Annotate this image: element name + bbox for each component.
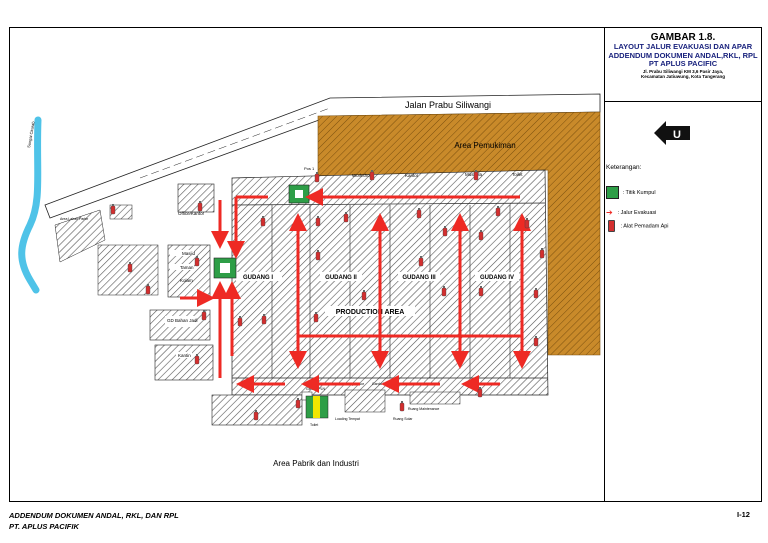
footer-line-1: ADDENDUM DOKUMEN ANDAL, RKL, DAN RPL bbox=[9, 511, 179, 520]
road-label: Jalan Prabu Siliwangi bbox=[405, 100, 491, 110]
top-label-kantor: Kantor bbox=[405, 173, 419, 178]
page-number: I-12 bbox=[737, 510, 750, 519]
residential-label: Area Pemukiman bbox=[454, 141, 515, 150]
title-block: GAMBAR 1.8. LAYOUT JALUR EVAKUASI DAN AP… bbox=[606, 32, 760, 79]
top-label-workshop: Workshop bbox=[352, 173, 373, 178]
left-label-masjid: Masjid bbox=[182, 251, 196, 256]
bottom-label-solar: Ruang Solar bbox=[393, 417, 413, 421]
bottom-label-toilet: Toilet bbox=[310, 423, 318, 427]
legend-item-route: ➔ : Jalur Evakuasi bbox=[606, 208, 656, 217]
factory-block: GUDANG I GUDANG II GUDANG III GUDANG IV … bbox=[231, 166, 549, 396]
drawing-frame bbox=[9, 27, 762, 502]
bottom-label-loading: Loading Tempat bbox=[335, 417, 360, 421]
evacuation-arrow-icon: ➔ bbox=[606, 208, 613, 217]
production-area-label: PRODUCTION AREA bbox=[336, 309, 405, 316]
legend-label-assembly: : Titik Kumpul bbox=[622, 189, 656, 196]
legend-item-assembly: : Titik Kumpul bbox=[606, 186, 656, 199]
warehouse-3-label: GUDANG III bbox=[402, 275, 436, 281]
warehouse-2-label: GUDANG II bbox=[325, 275, 357, 281]
left-label-taman: Taman bbox=[180, 265, 194, 270]
left-label-parking: Area Lahan Parkir bbox=[60, 217, 89, 221]
title-line-1: LAYOUT JALUR EVAKUASI DAN APAR bbox=[613, 42, 753, 51]
left-buildings: Office/Kantor Masjid Taman Kolam GD Baha… bbox=[54, 183, 215, 381]
title-line-2: ADDENDUM DOKUMEN ANDAL,RKL, RPL bbox=[608, 50, 758, 60]
legend-label-extinguisher: : Alat Pemadam Api bbox=[620, 223, 669, 230]
warehouse-1-label: GUDANG I bbox=[243, 275, 273, 281]
north-arrow-icon: U bbox=[654, 121, 690, 145]
title-line-3: PT APLUS PACIFIC bbox=[648, 59, 718, 68]
left-label-kantin: Kantin bbox=[178, 353, 191, 358]
left-label-kolam: Kolam bbox=[180, 278, 193, 283]
legend-item-extinguisher: : Alat Pemadam Api bbox=[606, 220, 669, 232]
river-label: Sungai Cirarab bbox=[26, 120, 36, 148]
top-label-toilet: Toilet bbox=[512, 172, 523, 177]
assembly-point-icon bbox=[606, 186, 619, 199]
top-label-mushola: Mushola bbox=[465, 172, 483, 177]
left-label-office: Office/Kantor bbox=[178, 211, 205, 216]
footer: ADDENDUM DOKUMEN ANDAL, RKL, DAN RPL PT.… bbox=[9, 510, 179, 532]
left-label-gd-bahan-jadi: GD Bahan Jadi bbox=[167, 318, 198, 323]
warehouse-4-label: GUDANG IV bbox=[480, 275, 514, 281]
bottom-label-genset: Genset PLN bbox=[306, 387, 326, 391]
legend-title: Keterangan: bbox=[606, 164, 642, 171]
assembly-point-1 bbox=[288, 184, 310, 204]
post-label: Pos 1 bbox=[304, 166, 315, 171]
address-line-1: Jl. Prabu Siliwangi KM 3,6 Pasir Jaya, bbox=[642, 68, 724, 74]
footer-line-2: PT. APLUS PACIFIK bbox=[9, 522, 79, 531]
side-panel-divider bbox=[604, 27, 605, 502]
title-separator bbox=[604, 101, 762, 102]
river: Sungai Cirarab bbox=[18, 116, 42, 294]
evacuation-routes bbox=[180, 188, 531, 393]
north-arrow-label: U bbox=[673, 129, 681, 141]
industrial-area-label: Area Pabrik dan Industri bbox=[273, 459, 359, 468]
assembly-point-2 bbox=[213, 257, 237, 279]
fire-extinguisher-icon bbox=[608, 220, 615, 232]
figure-number: GAMBAR 1.8. bbox=[650, 32, 716, 43]
legend-label-route: : Jalur Evakuasi bbox=[617, 209, 657, 216]
address-line-2: Kecamatan Jatiuwung, Kota Tangerang bbox=[641, 73, 725, 79]
bottom-label-maintenance: Ruang Maintenance bbox=[408, 407, 439, 411]
